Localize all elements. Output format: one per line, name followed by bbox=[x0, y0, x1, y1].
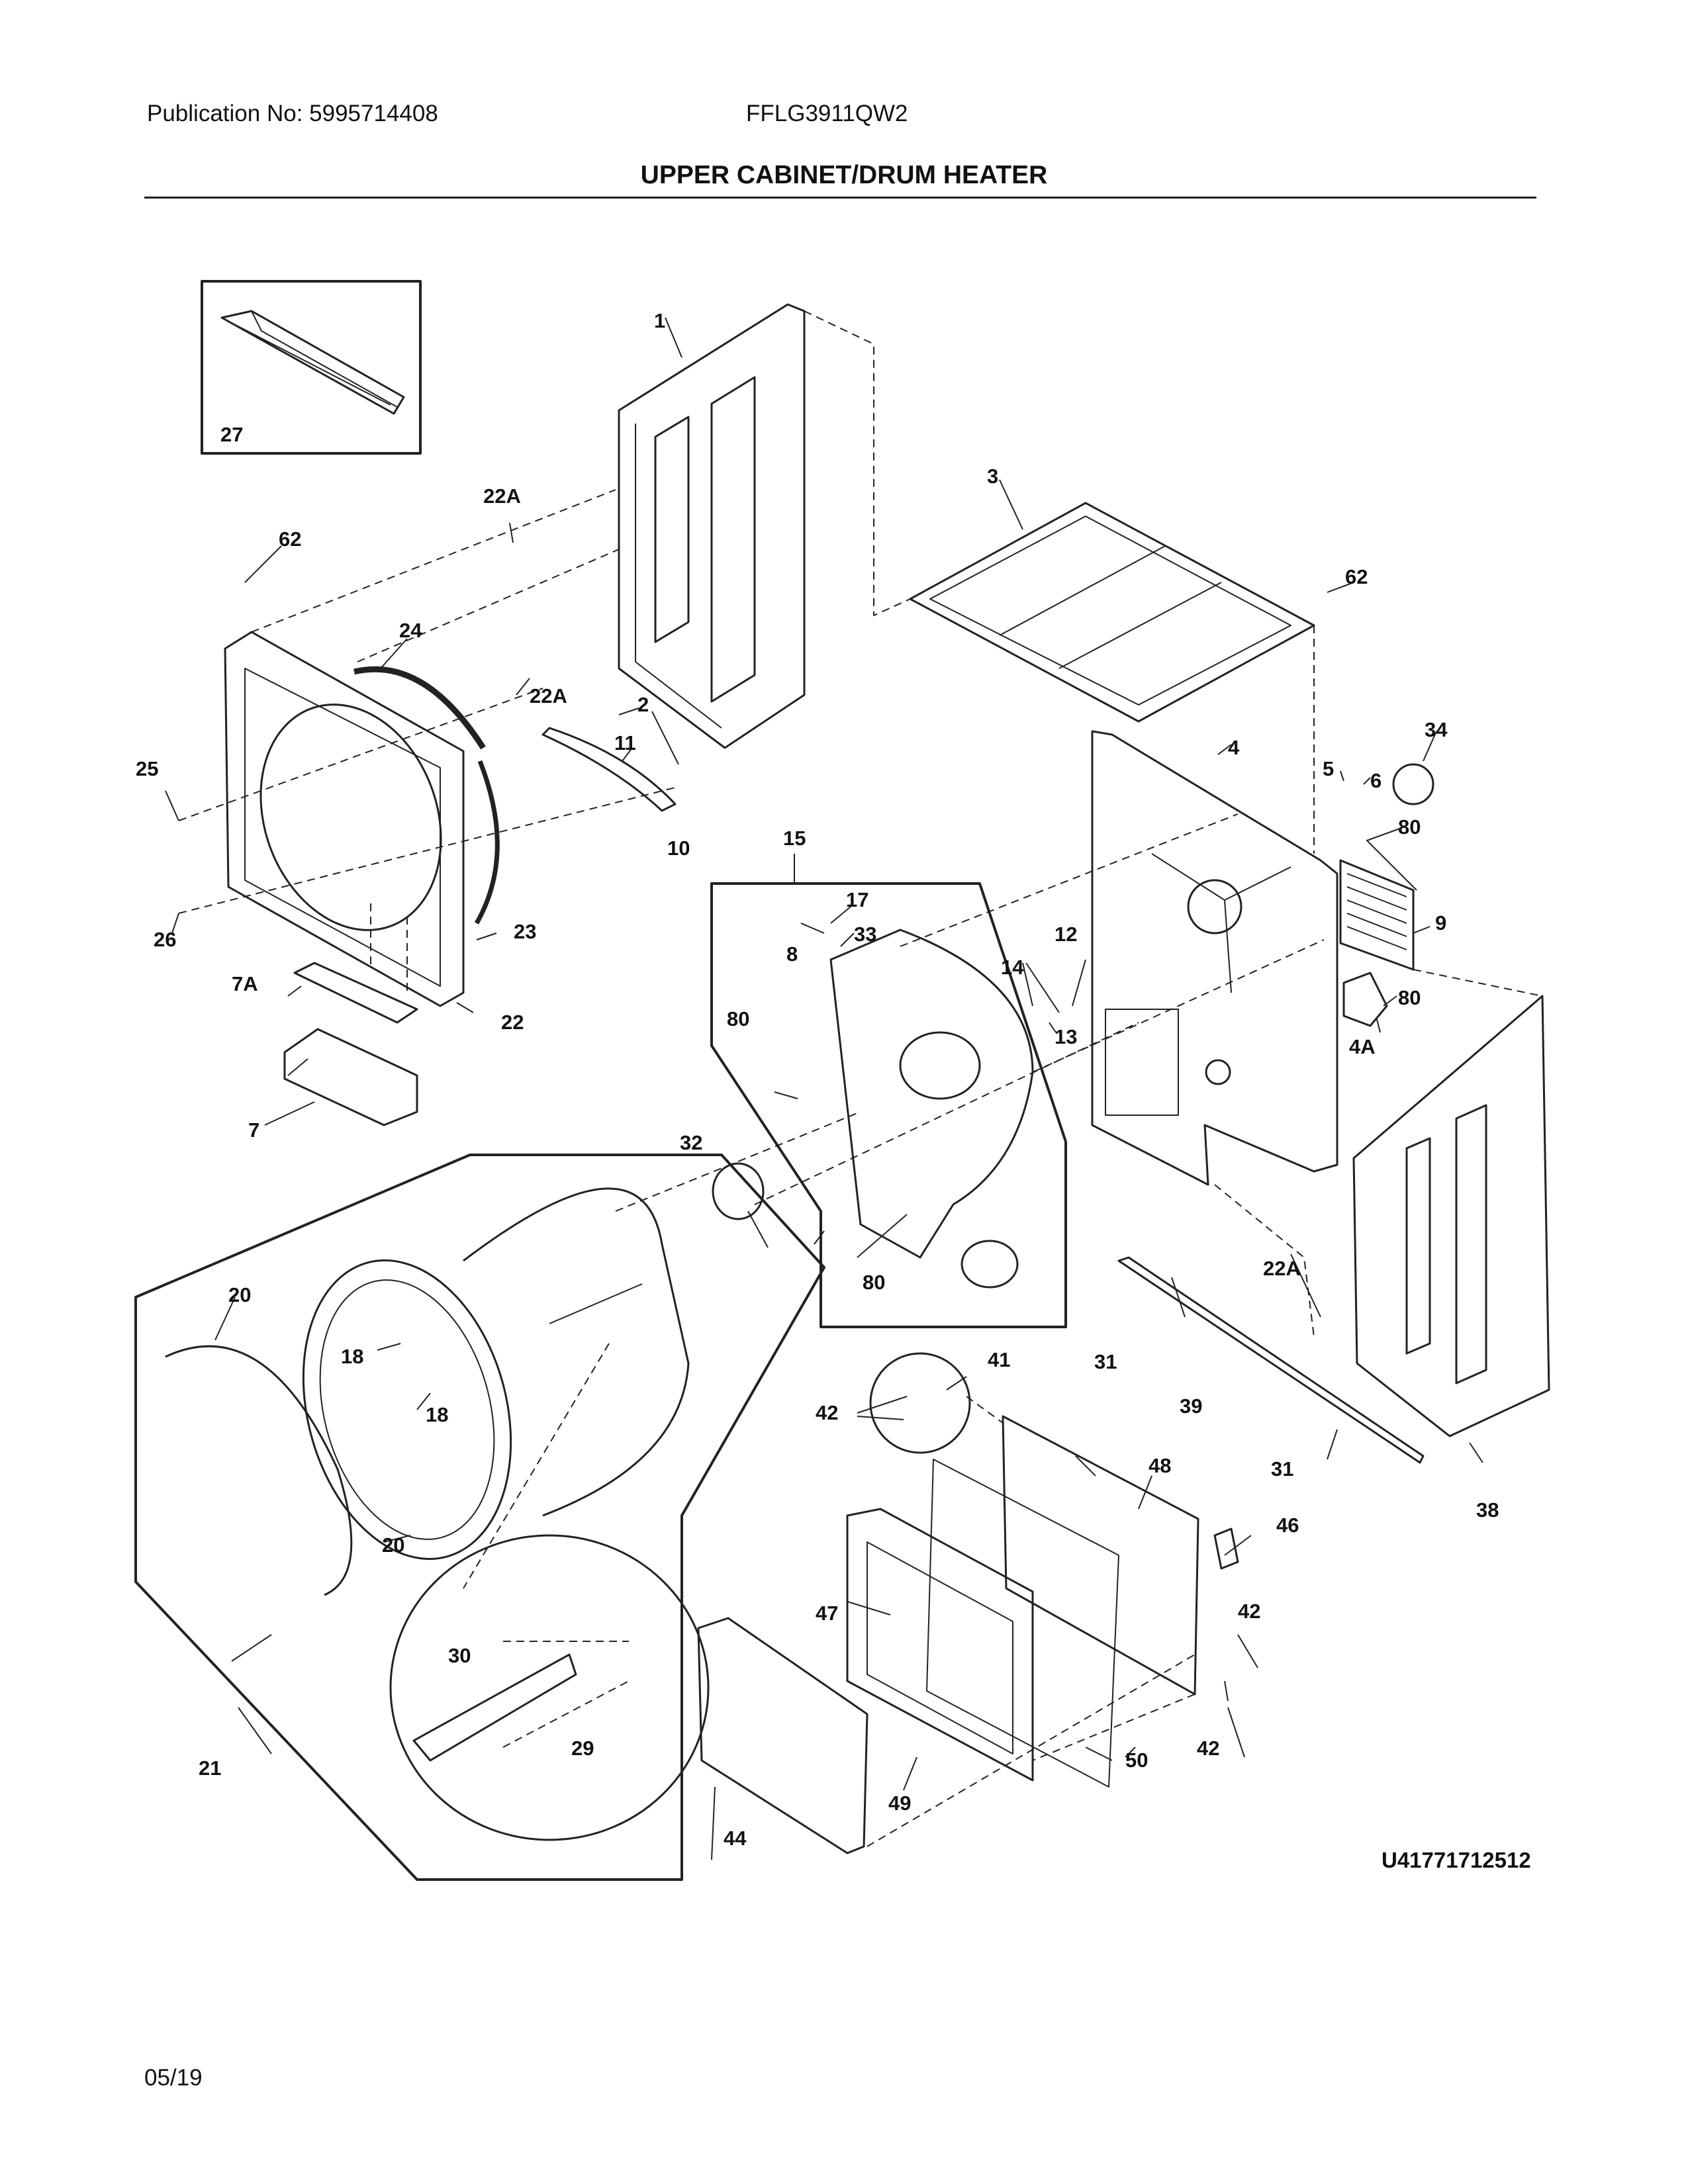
title-rule bbox=[144, 197, 1536, 199]
part-right-side-panel bbox=[1352, 995, 1550, 1437]
part-left-side-panel bbox=[618, 303, 806, 749]
part-bracket-4A bbox=[1342, 972, 1388, 1027]
label-24: 24 bbox=[399, 619, 422, 642]
label-25: 25 bbox=[136, 757, 158, 780]
label-15: 15 bbox=[783, 827, 806, 850]
part-gasket-44 bbox=[697, 1617, 868, 1854]
label-4A: 4A bbox=[1349, 1035, 1376, 1058]
label-80: 80 bbox=[1398, 815, 1421, 839]
part-labels: 27 1 22A 62 3 62 24 22A 2 11 25 10 4 34 … bbox=[136, 309, 1499, 1850]
label-49: 49 bbox=[888, 1792, 911, 1815]
part-gasket-7A bbox=[293, 962, 418, 1024]
label-32: 32 bbox=[680, 1131, 702, 1154]
part-top-panel bbox=[909, 502, 1315, 723]
publication-number: Publication No: 5995714408 bbox=[147, 101, 438, 126]
label-12: 12 bbox=[1055, 923, 1077, 946]
label-22A: 22A bbox=[530, 684, 567, 707]
label-31: 31 bbox=[1094, 1350, 1117, 1373]
part-rear-bulkhead-group bbox=[710, 882, 1067, 1328]
model-number: FFLG3911QW2 bbox=[746, 101, 908, 126]
label-10: 10 bbox=[667, 837, 690, 860]
label-62: 62 bbox=[1345, 565, 1368, 588]
label-11: 11 bbox=[614, 731, 636, 754]
label-9: 9 bbox=[1435, 911, 1446, 934]
part-housing-7 bbox=[283, 1028, 418, 1126]
label-5: 5 bbox=[1323, 757, 1334, 780]
label-80: 80 bbox=[1398, 986, 1421, 1009]
part-seal-23 bbox=[474, 760, 500, 925]
part-heater-box-47 bbox=[846, 1508, 1034, 1782]
page-title: UPPER CABINET/DRUM HEATER bbox=[640, 161, 1048, 189]
label-26: 26 bbox=[154, 928, 176, 951]
part-bearing-10 bbox=[541, 727, 677, 812]
part-insulation-50 bbox=[926, 1459, 1119, 1788]
label-44: 44 bbox=[724, 1827, 747, 1850]
label-1: 1 bbox=[654, 309, 665, 332]
label-42: 42 bbox=[1197, 1737, 1219, 1760]
label-3: 3 bbox=[987, 465, 998, 488]
label-22A: 22A bbox=[1263, 1257, 1301, 1280]
part-detail-41 bbox=[869, 1352, 971, 1454]
label-80: 80 bbox=[863, 1271, 885, 1294]
label-48: 48 bbox=[1149, 1454, 1171, 1477]
label-47: 47 bbox=[816, 1602, 838, 1625]
label-46: 46 bbox=[1276, 1514, 1299, 1537]
label-29: 29 bbox=[571, 1737, 594, 1760]
label-13: 13 bbox=[1055, 1025, 1077, 1048]
label-39: 39 bbox=[1180, 1394, 1202, 1418]
part-bracket-46 bbox=[1213, 1527, 1239, 1570]
label-22: 22 bbox=[501, 1011, 524, 1034]
label-23: 23 bbox=[514, 920, 536, 943]
illustration-code: U41771712512 bbox=[1382, 1848, 1531, 1872]
label-33: 33 bbox=[854, 923, 876, 946]
label-22A: 22A bbox=[483, 484, 521, 508]
assembly-lines bbox=[178, 310, 1543, 1847]
part-rear-panel bbox=[1091, 730, 1338, 1186]
part-bearing-32 bbox=[712, 1162, 765, 1220]
label-30: 30 bbox=[448, 1644, 471, 1667]
label-7: 7 bbox=[248, 1118, 259, 1142]
label-2: 2 bbox=[637, 693, 649, 716]
label-42: 42 bbox=[1238, 1600, 1260, 1623]
label-42: 42 bbox=[816, 1401, 838, 1424]
part-ring-34 bbox=[1392, 763, 1434, 805]
label-18: 18 bbox=[341, 1345, 363, 1368]
label-21: 21 bbox=[199, 1756, 221, 1780]
label-50: 50 bbox=[1125, 1749, 1148, 1772]
label-62: 62 bbox=[279, 527, 301, 551]
label-31: 31 bbox=[1271, 1457, 1293, 1480]
label-34: 34 bbox=[1425, 718, 1448, 741]
label-7A: 7A bbox=[232, 972, 258, 995]
label-8: 8 bbox=[786, 942, 798, 966]
label-14: 14 bbox=[1001, 956, 1024, 979]
label-20: 20 bbox=[228, 1283, 251, 1306]
label-18: 18 bbox=[426, 1403, 448, 1426]
part-seal-24 bbox=[353, 666, 486, 750]
label-27: 27 bbox=[220, 423, 243, 446]
part-strip-39 bbox=[1117, 1256, 1425, 1464]
label-17: 17 bbox=[846, 888, 868, 911]
publication-date: 05/19 bbox=[144, 2065, 203, 2091]
label-6: 6 bbox=[1370, 769, 1382, 792]
label-4: 4 bbox=[1228, 736, 1240, 759]
part-drum-group bbox=[134, 1154, 825, 1881]
label-38: 38 bbox=[1476, 1498, 1499, 1522]
inset-lint-filter bbox=[201, 280, 422, 455]
label-41: 41 bbox=[988, 1348, 1010, 1371]
label-80: 80 bbox=[727, 1007, 749, 1030]
leader-lines bbox=[165, 317, 1483, 1860]
label-20: 20 bbox=[382, 1533, 404, 1557]
